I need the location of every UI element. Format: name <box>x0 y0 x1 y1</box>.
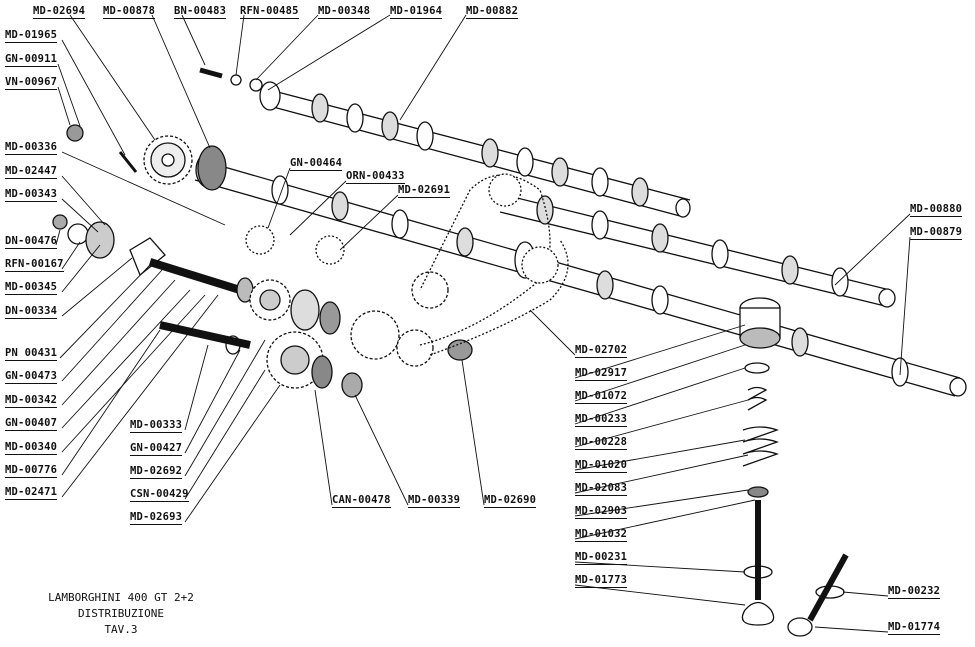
label-md02694: MD-02694 <box>33 5 86 19</box>
label-md00333: MD-00333 <box>130 419 183 433</box>
label-md02691: MD-02691 <box>398 184 451 198</box>
caption-model: LAMBORGHINI 400 GT 2+2 <box>48 591 194 604</box>
label-md02702: MD-02702 <box>575 344 628 358</box>
label-can00478: CAN-00478 <box>332 494 391 508</box>
sprocket-md02694 <box>143 135 193 185</box>
leader-lines <box>55 14 911 633</box>
label-gn00473: GN-00473 <box>5 370 58 384</box>
label-md00345: MD-00345 <box>5 281 58 295</box>
label-md02917: MD-02917 <box>575 367 628 381</box>
label-md02903: MD-02903 <box>575 505 628 519</box>
label-orn00433: ORN-00433 <box>346 170 405 184</box>
washer-md00348 <box>249 78 263 92</box>
label-md00340: MD-00340 <box>5 441 58 455</box>
label-rfn00485: RFN-00485 <box>240 5 299 19</box>
label-gn00407: GN-00407 <box>5 417 58 431</box>
gear-cluster <box>245 225 473 398</box>
exhaust-valve <box>787 553 849 637</box>
label-md00233: MD-00233 <box>575 413 628 427</box>
bolt-bn00483 <box>199 67 223 79</box>
label-pn00431: PN 00431 <box>5 347 58 361</box>
label-dn00476: DN-00476 <box>5 235 58 249</box>
label-md00228: MD-00228 <box>575 436 628 450</box>
label-gn00427: GN-00427 <box>130 442 183 456</box>
label-md01964: MD-01964 <box>390 5 443 19</box>
label-md01773: MD-01773 <box>575 574 628 588</box>
caption-section: DISTRIBUZIONE <box>77 607 165 620</box>
label-bn00483: BN-00483 <box>174 5 227 19</box>
pin-gn00911 <box>118 151 138 173</box>
valve-assembly <box>739 297 781 626</box>
pulley-md00878 <box>197 145 227 191</box>
timing-chain <box>419 173 569 356</box>
label-csn00429: CSN-00429 <box>130 488 189 502</box>
label-md02690: MD-02690 <box>484 494 537 508</box>
label-gn00464: GN-00464 <box>290 157 343 171</box>
label-md02447: MD-02447 <box>5 165 58 179</box>
label-md01774: MD-01774 <box>888 621 941 635</box>
label-vn00967: VN-00967 <box>5 76 58 90</box>
label-md00232: MD-00232 <box>888 585 941 599</box>
camshaft-middle <box>499 194 896 308</box>
label-md00776: MD-00776 <box>5 464 58 478</box>
label-md02692: MD-02692 <box>130 465 183 479</box>
camshaft-upper <box>259 81 691 218</box>
label-md00878: MD-00878 <box>103 5 156 19</box>
label-md02693: MD-02693 <box>130 511 183 525</box>
label-md01965: MD-01965 <box>5 29 58 43</box>
label-rfn00167: RFN-00167 <box>5 258 64 272</box>
label-md00342: MD-00342 <box>5 394 58 408</box>
label-md00880: MD-00880 <box>910 203 963 217</box>
label-md00231: MD-00231 <box>575 551 628 565</box>
washer-rfn00485 <box>230 74 242 86</box>
label-gn00911: GN-00911 <box>5 53 58 67</box>
label-md00882: MD-00882 <box>466 5 519 19</box>
label-dn00334: DN-00334 <box>5 305 58 319</box>
caption-plate: TAV.3 <box>104 623 138 636</box>
label-md02083: MD-02083 <box>575 482 628 496</box>
diagram-caption: LAMBORGHINI 400 GT 2+2 DISTRIBUZIONE TAV… <box>36 590 206 638</box>
flange-assembly <box>52 214 254 355</box>
label-md00348: MD-00348 <box>318 5 371 19</box>
label-md00336: MD-00336 <box>5 141 58 155</box>
label-md01032: MD-01032 <box>575 528 628 542</box>
label-md00879: MD-00879 <box>910 226 963 240</box>
label-md02471: MD-02471 <box>5 486 58 500</box>
label-md00343: MD-00343 <box>5 188 58 202</box>
label-md01072: MD-01072 <box>575 390 628 404</box>
bolt-vn00967 <box>66 124 84 142</box>
label-md00339: MD-00339 <box>408 494 461 508</box>
label-md01020: MD-01020 <box>575 459 628 473</box>
